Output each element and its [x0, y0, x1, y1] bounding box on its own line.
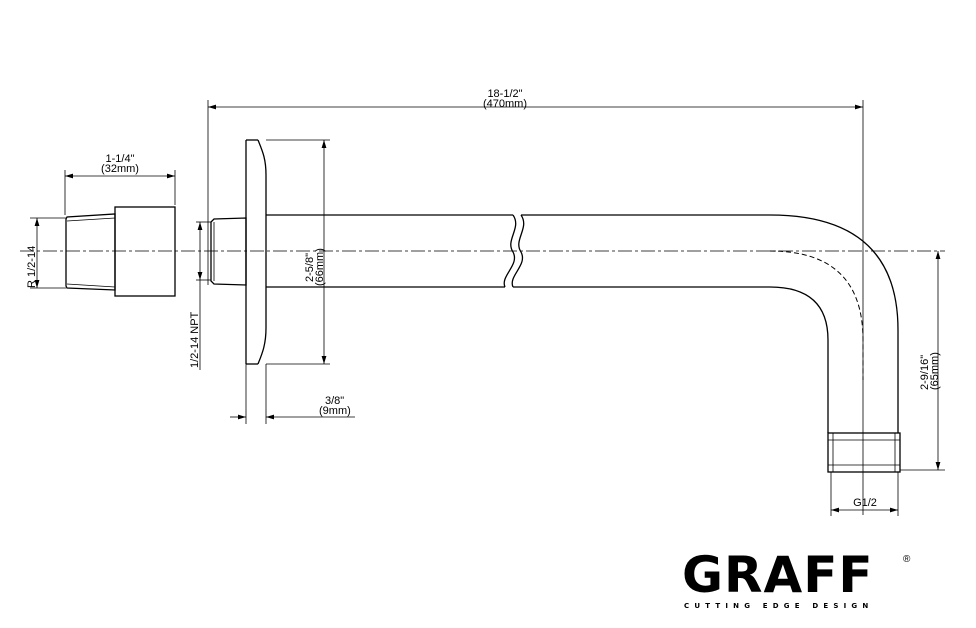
flange-depth-metric: (9mm) — [319, 405, 351, 417]
registered-mark: ® — [903, 554, 911, 565]
outlet-fitting: G1/2 — [827, 432, 901, 516]
drop-height-dimension: 2-9/16" (65mm) — [900, 251, 945, 471]
brand-name: GRAFF — [682, 546, 874, 604]
adapter-fitting: 1-1/4" (32mm) R 1/2-14 — [26, 153, 176, 297]
adapter-length-imperial: 1-1/4" — [106, 153, 135, 165]
graff-logo: GRAFF ® CUTTING EDGE DESIGN — [682, 546, 911, 610]
overall-length-dimension: 18-1/2" (470mm) — [207, 88, 864, 515]
overall-length-metric: (470mm) — [483, 98, 527, 110]
drop-height-metric: (65mm) — [929, 352, 941, 390]
inlet-thread-label: 1/2-14 NPT — [189, 311, 201, 368]
flange-depth-imperial: 3/8" — [325, 395, 344, 407]
brand-tagline: CUTTING EDGE DESIGN — [684, 602, 873, 610]
inlet-nipple: 1/2-14 NPT — [189, 217, 247, 370]
flange-diameter-imperial: 2-5/8" — [304, 253, 316, 282]
outlet-thread-label: G1/2 — [853, 497, 877, 509]
adapter-thread-label: R 1/2-14 — [26, 246, 38, 288]
drop-height-imperial: 2-9/16" — [919, 355, 931, 390]
adapter-length-metric: (32mm) — [101, 163, 139, 175]
wall-flange: 2-5/8" (66mm) 3/8" (9mm) — [230, 139, 355, 424]
shower-arm-pipe — [266, 214, 899, 433]
flange-diameter-metric: (66mm) — [314, 248, 326, 286]
overall-length-imperial: 18-1/2" — [487, 88, 522, 100]
